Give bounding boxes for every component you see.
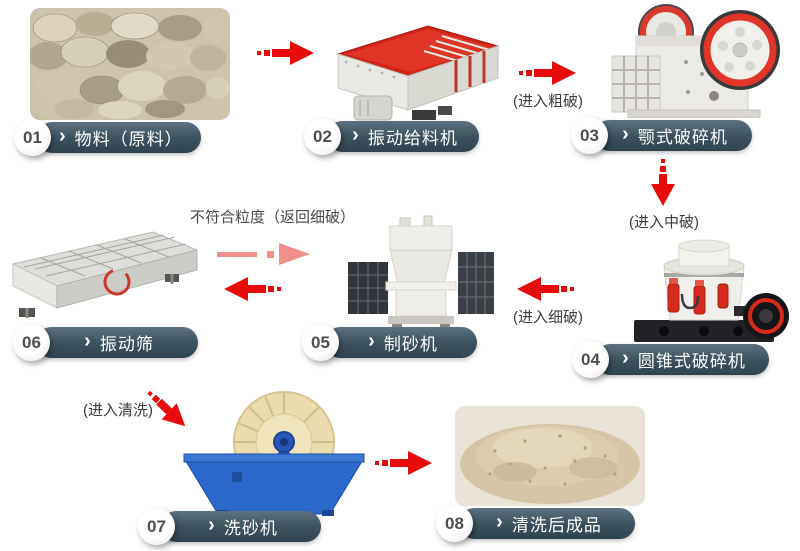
step-number: 04 [572, 341, 609, 378]
arrow-right-icon [518, 60, 578, 86]
jaw-crusher-illustration [598, 0, 790, 118]
cone-crusher-illustration [616, 236, 792, 348]
arrow-right-icon [256, 40, 316, 66]
step-label: 物料（原料） [74, 130, 183, 149]
step-pill: › 圆锥式破碎机 [577, 344, 769, 375]
sand-maker-illustration [330, 212, 510, 332]
step-label: 清洗后成品 [511, 516, 602, 535]
step-label: 振动筛 [99, 335, 154, 354]
arrow-down-icon [650, 158, 676, 208]
chevron-right-icon: › [622, 122, 629, 145]
annotation-to-fine: (进入细破) [513, 309, 583, 326]
step-badge-02: 02 › 振动给料机 [304, 118, 479, 155]
step-badge-01: 01 › 物料（原料） [14, 119, 201, 156]
step-badge-07: 07 › 洗砂机 [138, 508, 321, 545]
raw-material-photo [30, 8, 230, 120]
step-pill: › 洗砂机 [143, 511, 321, 542]
step-number: 07 [138, 508, 175, 545]
step-pill: › 制砂机 [307, 327, 477, 358]
annotation-to-coarse: (进入粗破) [513, 93, 583, 110]
step-badge-03: 03 › 颚式破碎机 [571, 117, 752, 154]
arrow-left-icon [222, 276, 282, 302]
step-label: 颚式破碎机 [637, 128, 728, 147]
arrow-diagonal-icon [141, 384, 194, 436]
vibrating-screen-illustration [5, 224, 205, 330]
vibrating-feeder-illustration [316, 12, 512, 122]
step-number: 05 [302, 324, 339, 361]
step-number: 06 [13, 324, 50, 361]
annotation-to-washing: (进入清洗) [83, 402, 153, 419]
step-number: 02 [304, 118, 341, 155]
step-label: 洗砂机 [223, 519, 278, 538]
step-pill: › 清洗后成品 [441, 508, 635, 539]
step-label: 圆锥式破碎机 [637, 352, 746, 371]
step-pill: › 颚式破碎机 [576, 120, 752, 151]
step-badge-08: 08 › 清洗后成品 [436, 505, 635, 542]
step-number: 03 [571, 117, 608, 154]
step-badge-05: 05 › 制砂机 [302, 324, 477, 361]
arrow-left-icon [515, 276, 575, 302]
chevron-right-icon: › [59, 124, 66, 147]
chevron-right-icon: › [496, 510, 503, 533]
step-number: 08 [436, 505, 473, 542]
step-pill: › 振动给料机 [309, 121, 479, 152]
chevron-right-icon: › [208, 513, 215, 536]
step-badge-04: 04 › 圆锥式破碎机 [572, 341, 769, 378]
arrow-return-icon [217, 242, 312, 266]
step-badge-06: 06 › 振动筛 [13, 324, 198, 361]
annotation-return-to-fine: 不符合粒度（返回细破） [190, 209, 356, 226]
chevron-right-icon: › [368, 329, 375, 352]
step-label: 振动给料机 [367, 129, 458, 148]
chevron-right-icon: › [622, 346, 629, 369]
step-number: 01 [14, 119, 51, 156]
step-label: 制砂机 [383, 335, 438, 354]
chevron-right-icon: › [352, 123, 359, 146]
sand-washer-illustration [172, 386, 372, 516]
finished-sand-photo [455, 406, 645, 506]
step-pill: › 物料（原料） [19, 122, 201, 153]
arrow-right-icon [374, 450, 434, 476]
chevron-right-icon: › [84, 329, 91, 352]
annotation-to-medium: (进入中破) [629, 214, 699, 231]
step-pill: › 振动筛 [18, 327, 198, 358]
